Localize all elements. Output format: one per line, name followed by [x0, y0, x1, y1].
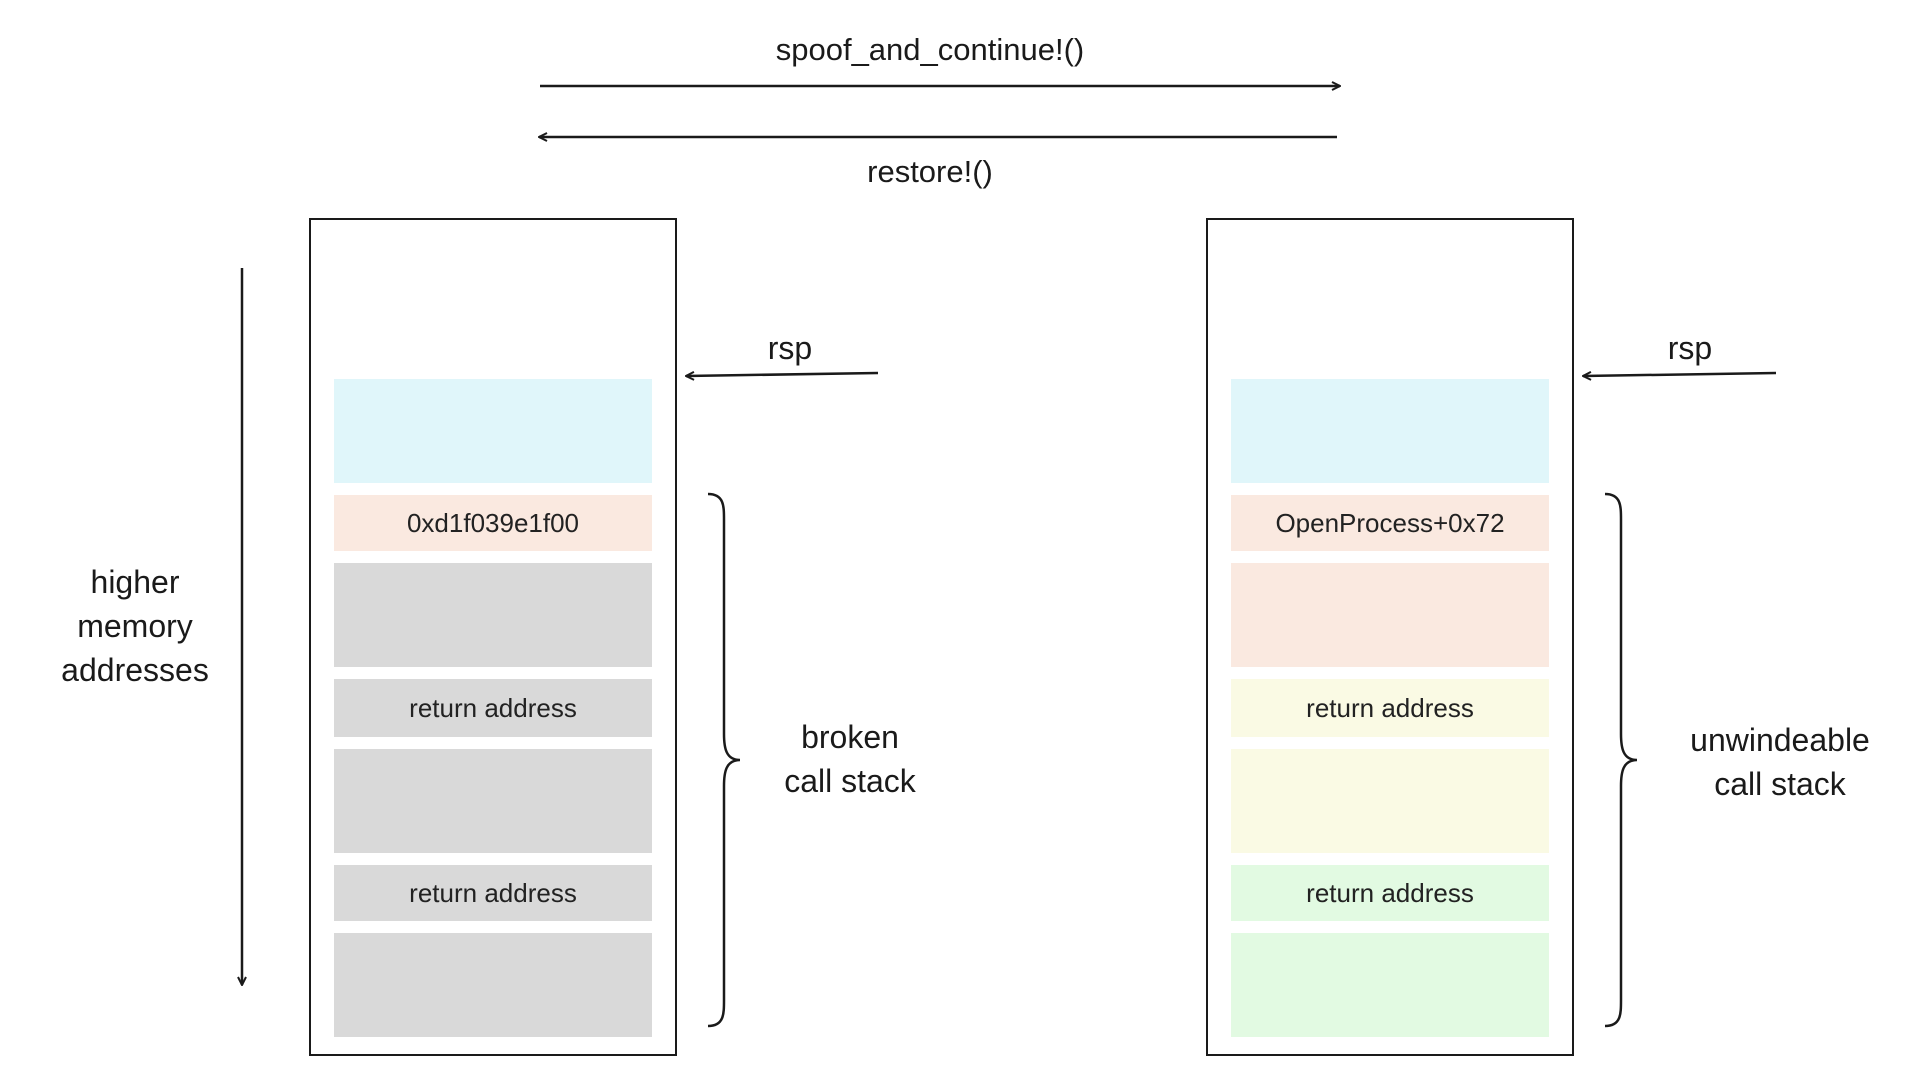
stack-frame-left: 0xd1f039e1f00 return address return addr…: [309, 218, 677, 1056]
stack-slot: return address: [334, 679, 652, 737]
stack-slot: [1231, 379, 1549, 483]
stack-slot: [334, 933, 652, 1037]
brace-label-right: unwindeable call stack: [1655, 718, 1905, 806]
back-arrow-label: restore!(): [867, 154, 993, 189]
rsp-label-left: rsp: [767, 330, 813, 366]
stack-slot: [334, 379, 652, 483]
brace-right: [1604, 492, 1638, 1028]
brace-label-line: broken: [801, 719, 899, 755]
memory-axis-label-line: addresses: [61, 652, 209, 688]
stack-slot: [1231, 563, 1549, 667]
stack-frame-right: OpenProcess+0x72 return address return a…: [1206, 218, 1574, 1056]
stack-slot: 0xd1f039e1f00: [334, 495, 652, 551]
memory-axis-label-line: higher: [90, 564, 180, 600]
stack-slot: return address: [334, 865, 652, 921]
memory-axis-label-line: memory: [77, 608, 193, 644]
stack-slot: return address: [1231, 865, 1549, 921]
brace-left: [707, 492, 741, 1028]
stack-slot: return address: [1231, 679, 1549, 737]
stack-slot: [334, 749, 652, 853]
brace-label-line: unwindeable: [1690, 722, 1870, 758]
forward-arrow-label: spoof_and_continue!(): [775, 32, 1085, 67]
rsp-arrow-right: [1583, 373, 1777, 376]
brace-label-left: broken call stack: [745, 715, 955, 803]
brace-label-line: call stack: [784, 763, 916, 799]
stack-slot: OpenProcess+0x72: [1231, 495, 1549, 551]
stack-slot: [1231, 933, 1549, 1037]
rsp-arrow-left: [686, 373, 879, 376]
stack-slot: [334, 563, 652, 667]
memory-axis-label: higher memory addresses: [30, 560, 240, 692]
stack-slot: [1231, 749, 1549, 853]
brace-label-line: call stack: [1714, 766, 1846, 802]
rsp-label-right: rsp: [1667, 330, 1713, 366]
